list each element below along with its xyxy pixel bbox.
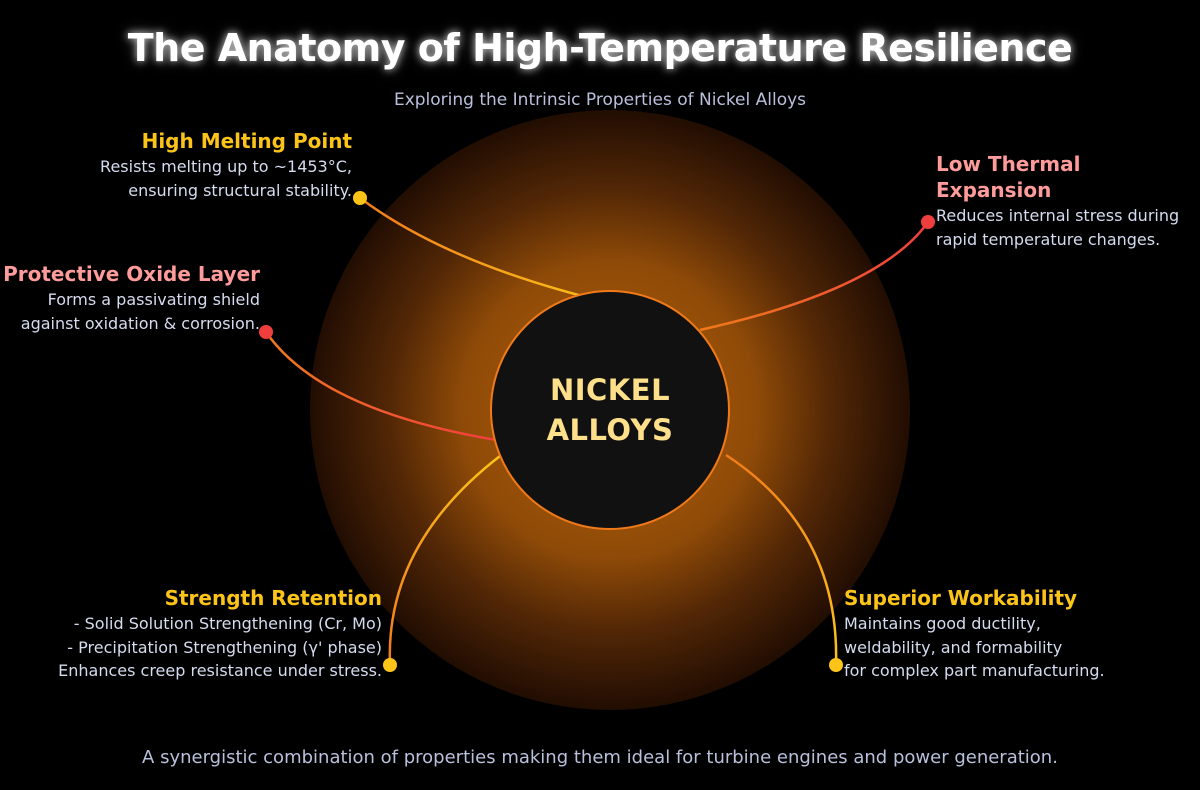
connector-low-thermal-expansion xyxy=(699,221,930,332)
node-text-line: for complex part manufacturing. xyxy=(844,661,1105,680)
dot-low-thermal-expansion xyxy=(921,215,935,229)
node-high-melting-point: High Melting Point Resists melting up to… xyxy=(100,128,352,202)
node-title: Superior Workability xyxy=(844,586,1078,610)
connector-high-melting-point xyxy=(359,196,611,305)
connector-protective-oxide-layer xyxy=(264,331,497,442)
node-title: Protective Oxide Layer xyxy=(3,262,260,286)
node-superior-workability: Superior Workability Maintains good duct… xyxy=(844,585,1105,683)
node-title: High Melting Point xyxy=(141,129,352,153)
hub-label-line2: ALLOYS xyxy=(546,413,674,447)
node-text-line: ensuring structural stability. xyxy=(128,180,352,200)
dot-protective-oxide-layer xyxy=(259,325,273,339)
node-text-line: Reduces internal stress during xyxy=(936,206,1180,225)
node-title: Strength Retention xyxy=(164,586,382,610)
node-low-thermal-expansion: Low Thermal Expansion Reduces internal s… xyxy=(936,151,1200,251)
node-text-line: Resists melting up to ~1453°C, xyxy=(100,157,352,176)
node-text-line: against oxidation & corrosion. xyxy=(20,313,260,333)
dot-superior-workability xyxy=(829,658,843,672)
node-text-line: Maintains good ductility, xyxy=(844,614,1041,633)
node-protective-oxide-layer: Protective Oxide Layer Forms a passivati… xyxy=(3,261,260,335)
hub-circle: NICKEL ALLOYS xyxy=(490,290,730,530)
node-text-line: - Precipitation Strengthening (γ' phase) xyxy=(67,637,382,657)
page-title: The Anatomy of High-Temperature Resilien… xyxy=(127,26,1073,70)
connector-superior-workability xyxy=(725,453,838,666)
node-text-line: Forms a passivating shield xyxy=(47,290,260,309)
node-text-line: - Solid Solution Strengthening (Cr, Mo) xyxy=(73,614,382,633)
node-strength-retention: Strength Retention - Solid Solution Stre… xyxy=(58,585,382,683)
dot-strength-retention xyxy=(383,658,397,672)
dot-high-melting-point xyxy=(353,191,367,205)
page-subtitle: Exploring the Intrinsic Properties of Ni… xyxy=(393,90,807,110)
node-text-line: weldability, and formability xyxy=(844,637,1063,657)
node-text-line: Enhances creep resistance under stress. xyxy=(58,661,382,680)
connector-strength-retention xyxy=(388,455,501,666)
node-text-line: rapid temperature changes. xyxy=(936,229,1161,249)
footer-caption: A synergistic combination of properties … xyxy=(142,747,1058,768)
hub-label-line1: NICKEL xyxy=(549,373,671,407)
node-title: Low Thermal Expansion xyxy=(936,152,1081,202)
